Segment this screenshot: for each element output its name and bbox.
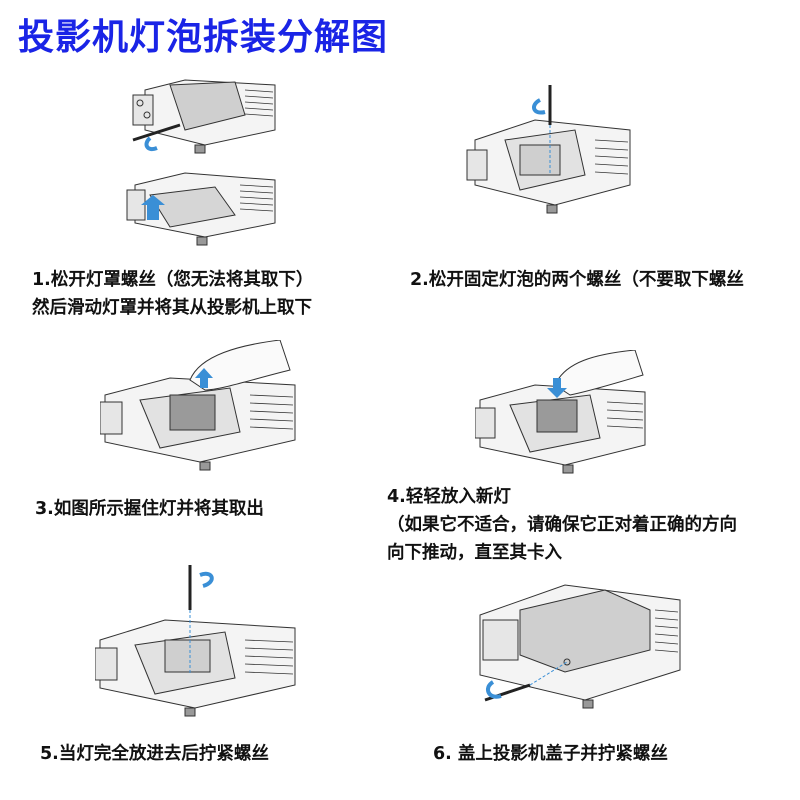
step-6-caption: 6. 盖上投影机盖子并拧紧螺丝 — [433, 740, 668, 768]
step-2-caption: 2.松开固定灯泡的两个螺丝（不要取下螺丝 — [410, 266, 744, 294]
page-title: 投影机灯泡拆装分解图 — [18, 17, 389, 58]
illustration-step-2-lamp-screws — [465, 80, 640, 220]
step-4-caption: 4.轻轻放入新灯 （如果它不适合，请确保它正对着正确的方向 向下推动，直至其卡入 — [387, 483, 737, 567]
step-3-caption: 3.如图所示握住灯并将其取出 — [35, 495, 264, 523]
step-6-line-1: 6. 盖上投影机盖子并拧紧螺丝 — [433, 744, 668, 764]
step-4-line-3: 向下推动，直至其卡入 — [387, 543, 562, 563]
step-5-line-1: 5.当灯完全放进去后拧紧螺丝 — [40, 744, 269, 764]
illustration-step-3-remove-lamp — [100, 340, 300, 475]
step-4-line-1: 4.轻轻放入新灯 — [387, 487, 511, 507]
illustration-step-5-tighten-screws — [95, 560, 300, 720]
step-1-line-1: 1.松开灯罩螺丝（您无法将其取下） — [32, 270, 314, 290]
illustration-step-4-insert-lamp — [475, 350, 650, 480]
illustration-step-1-slide-cover — [125, 165, 285, 250]
step-3-line-1: 3.如图所示握住灯并将其取出 — [35, 499, 264, 519]
step-5-caption: 5.当灯完全放进去后拧紧螺丝 — [40, 740, 269, 768]
illustration-step-1-cover-screw — [125, 70, 285, 160]
step-1-line-2: 然后滑动灯罩并将其从投影机上取下 — [32, 298, 312, 318]
step-4-line-2: （如果它不适合，请确保它正对着正确的方向 — [387, 515, 737, 535]
step-2-line-1: 2.松开固定灯泡的两个螺丝（不要取下螺丝 — [410, 270, 744, 290]
step-1-caption: 1.松开灯罩螺丝（您无法将其取下） 然后滑动灯罩并将其从投影机上取下 — [32, 266, 313, 322]
illustration-step-6-attach-cover — [475, 580, 685, 715]
